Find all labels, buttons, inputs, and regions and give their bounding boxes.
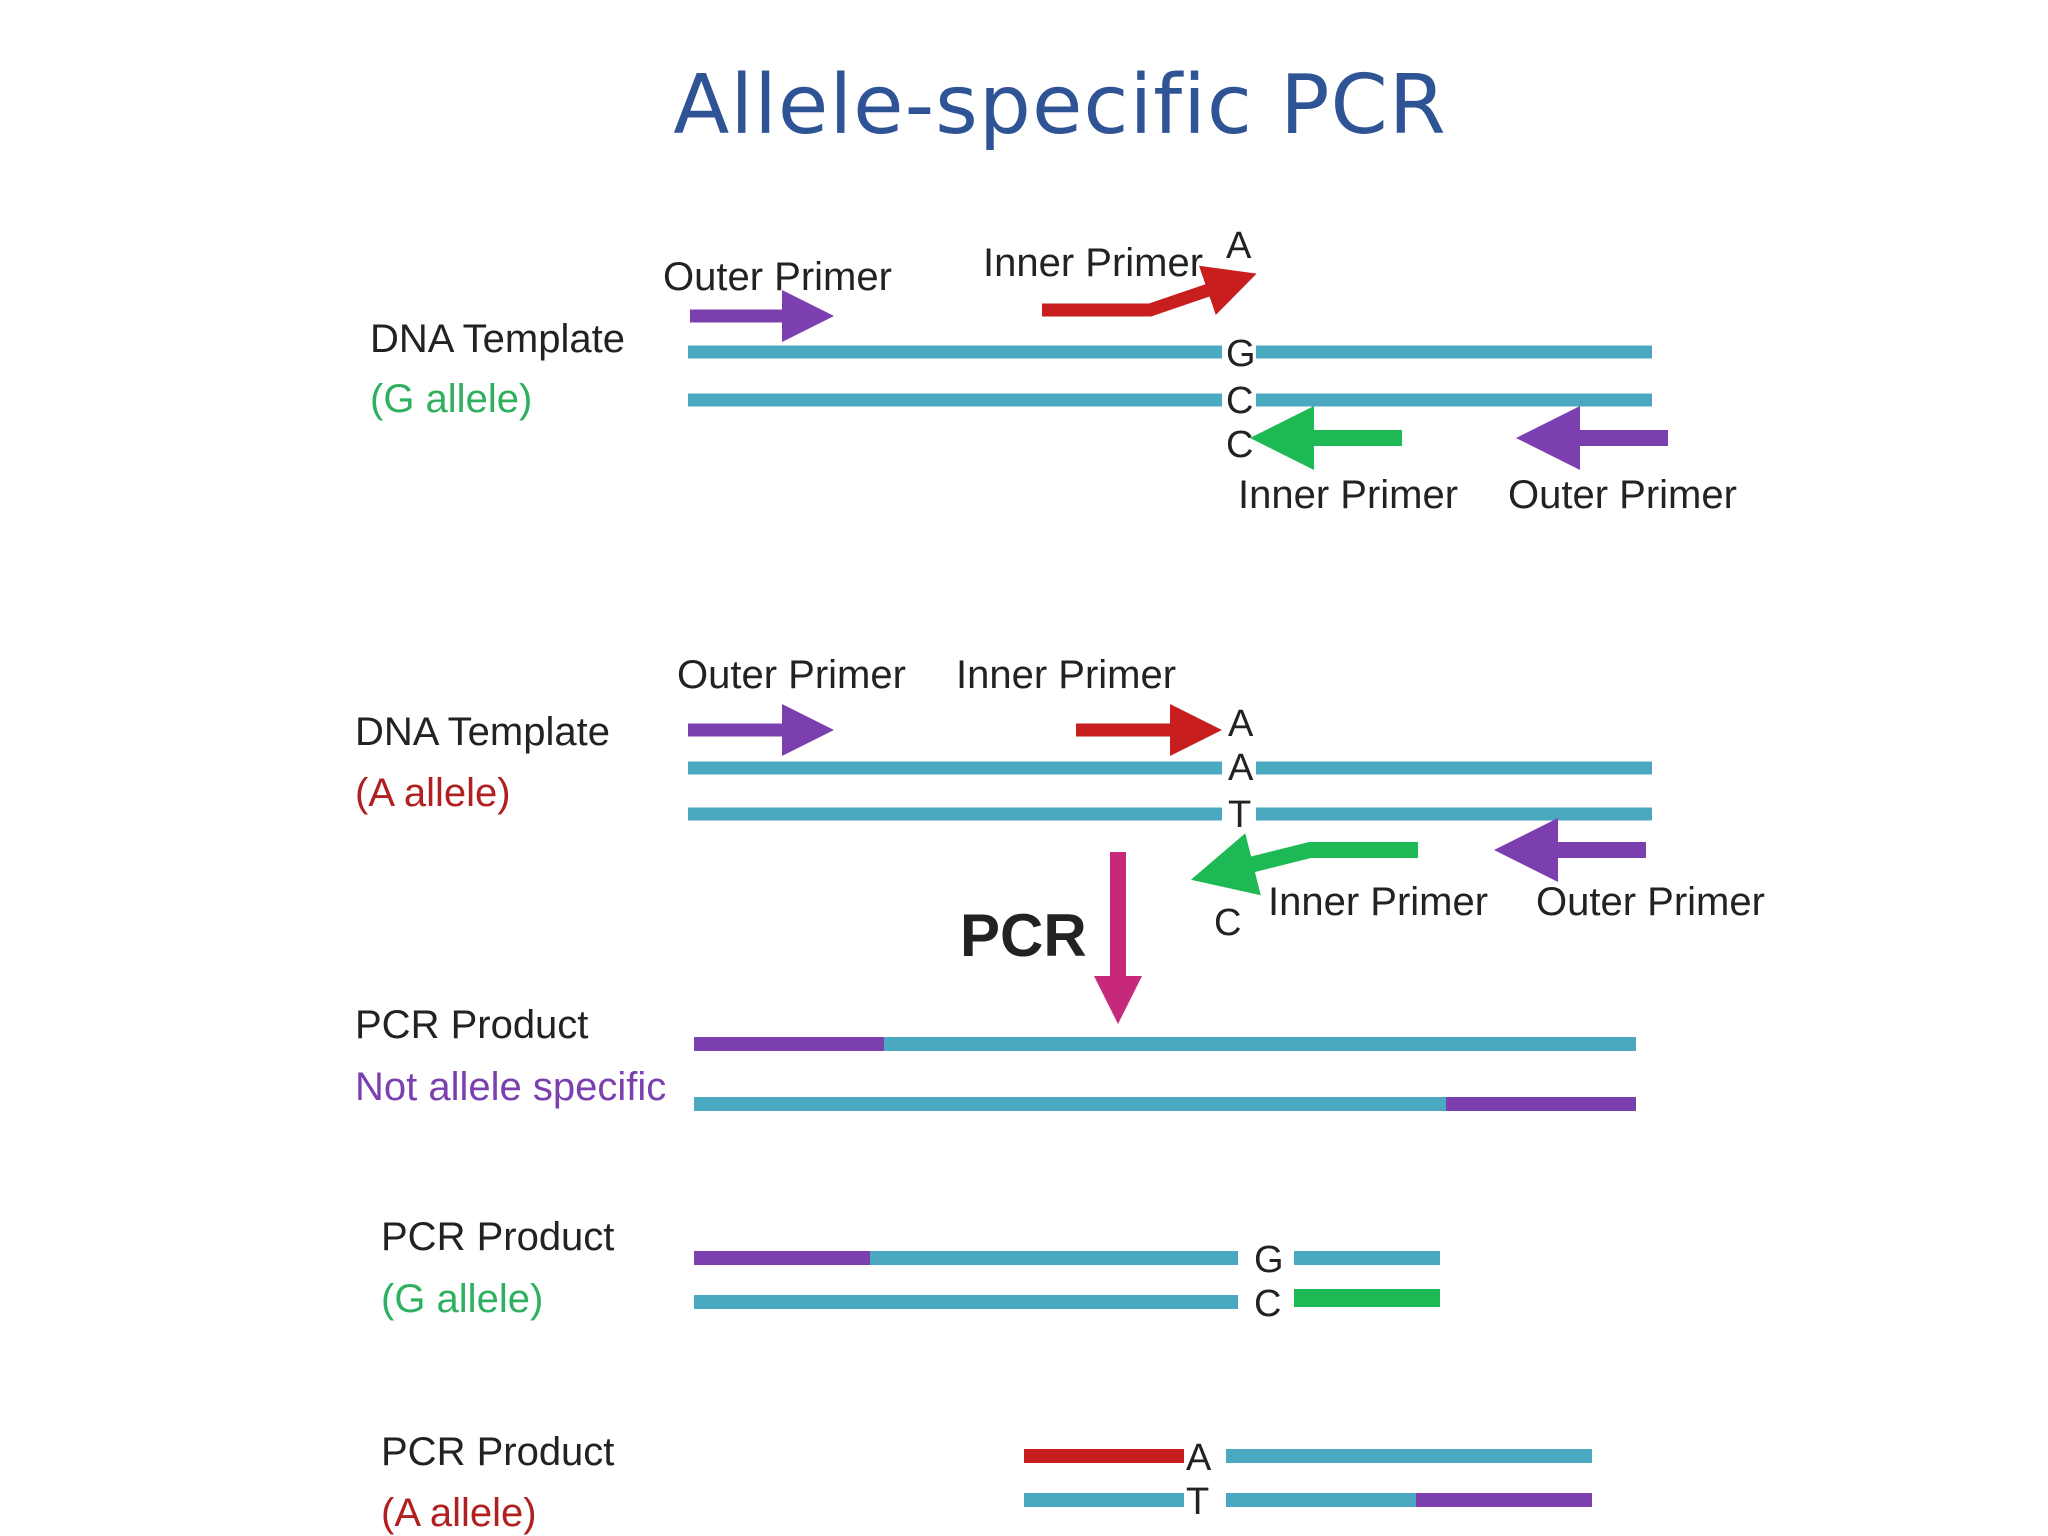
top-base: G [1226, 333, 1256, 375]
product-not-allele-specific: PCR Product Not allele specific [355, 1003, 1636, 1111]
primer-base: A [1228, 703, 1254, 745]
template-label: DNA Template [370, 317, 625, 361]
pcr-label: PCR [960, 902, 1087, 969]
product-g-allele: PCR Product (G allele) G C [381, 1215, 1440, 1325]
product-a-allele: PCR Product (A allele) A T [381, 1430, 1592, 1535]
top-base: G [1254, 1239, 1284, 1281]
allele-label-a: (A allele) [355, 771, 511, 815]
inner-primer-reverse-mismatch [1190, 833, 1418, 896]
bottom-base: C [1226, 380, 1253, 422]
bottom-base: T [1186, 1481, 1209, 1523]
not-specific-label: Not allele specific [355, 1065, 666, 1109]
bottom-base: T [1228, 794, 1251, 836]
inner-primer-label-bottom: Inner Primer [1268, 880, 1488, 924]
slide-title: Allele-specific PCR [673, 58, 1447, 153]
inner-primer-label-bottom: Inner Primer [1238, 473, 1458, 517]
product-label: PCR Product [355, 1003, 588, 1047]
bottom-base: C [1254, 1283, 1281, 1325]
outer-primer-label: Outer Primer [663, 255, 892, 299]
inner-primer-base: C [1214, 902, 1241, 944]
mismatch-base: A [1226, 225, 1252, 267]
top-base: A [1228, 747, 1254, 789]
product-label: PCR Product [381, 1215, 614, 1259]
allele-label-g: (G allele) [381, 1277, 543, 1321]
panel-g-allele-template: DNA Template (G allele) Outer Primer Inn… [370, 225, 1737, 517]
top-base: A [1186, 1437, 1212, 1479]
allele-label-a: (A allele) [381, 1491, 537, 1535]
panel-a-allele-template: DNA Template (A allele) Outer Primer Inn… [355, 653, 1765, 1024]
allele-label-g: (G allele) [370, 377, 532, 421]
template-label: DNA Template [355, 710, 610, 754]
inner-primer-mismatch [1042, 265, 1257, 317]
inner-primer-base: C [1226, 424, 1253, 466]
outer-primer-label-bottom: Outer Primer [1536, 880, 1765, 924]
inner-primer-label: Inner Primer [983, 241, 1203, 285]
inner-primer-label: Inner Primer [956, 653, 1176, 697]
product-label: PCR Product [381, 1430, 614, 1474]
outer-primer-label: Outer Primer [677, 653, 906, 697]
outer-primer-label-bottom: Outer Primer [1508, 473, 1737, 517]
